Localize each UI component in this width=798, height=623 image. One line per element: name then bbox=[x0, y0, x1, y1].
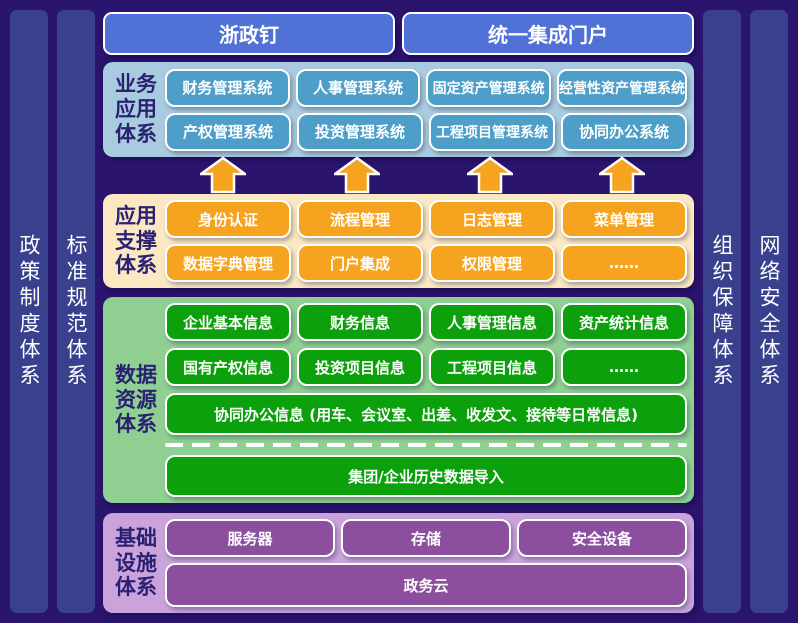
system-button: 菜单管理 bbox=[561, 200, 687, 238]
data-row-1: 企业基本信息 财务信息 人事管理信息 资产统计信息 bbox=[165, 303, 687, 341]
system-button: …… bbox=[561, 244, 687, 282]
data-button: …… bbox=[561, 348, 687, 386]
up-arrow-icon bbox=[599, 156, 645, 194]
label-line: 体系 bbox=[115, 121, 157, 146]
system-button: 人事管理系统 bbox=[295, 68, 421, 107]
data-button: 财务信息 bbox=[297, 303, 423, 341]
label-line: 资源 bbox=[115, 387, 157, 412]
data-grid: 企业基本信息 财务信息 人事管理信息 资产统计信息 国有产权信息 投资项目信息 … bbox=[165, 297, 694, 503]
top-item-zhezhengding: 浙政钉 bbox=[103, 12, 395, 55]
section-business-label: 业务 应用 体系 bbox=[115, 72, 165, 146]
label-line: 数据 bbox=[115, 362, 157, 387]
infra-wide-button-cloud: 政务云 bbox=[165, 563, 687, 607]
system-button: 流程管理 bbox=[297, 200, 423, 238]
section-data-resources: 数据 资源 体系 企业基本信息 财务信息 人事管理信息 资产统计信息 国有产权信… bbox=[103, 297, 694, 503]
system-button: 权限管理 bbox=[429, 244, 555, 282]
up-arrow-icon bbox=[200, 156, 246, 194]
support-row-2: 数据字典管理 门户集成 权限管理 …… bbox=[165, 244, 687, 282]
label-line: 基础 bbox=[115, 525, 157, 550]
label-line: 体系 bbox=[115, 253, 157, 278]
side-bar-network-security-label: 网络安全体系 bbox=[757, 233, 781, 390]
side-bar-policy: 政策制度体系 bbox=[10, 10, 48, 613]
infra-button: 安全设备 bbox=[517, 519, 687, 557]
side-bar-standards: 标准规范体系 bbox=[57, 10, 95, 613]
data-button: 工程项目信息 bbox=[429, 348, 555, 386]
system-button: 经营性资产管理系统 bbox=[557, 68, 688, 107]
section-app-support: 应用 支撑 体系 身份认证 流程管理 日志管理 菜单管理 数据字典管理 门户集成… bbox=[103, 194, 694, 288]
data-wide-button-history: 集团/企业历史数据导入 bbox=[165, 455, 687, 497]
system-button: 身份认证 bbox=[165, 200, 291, 238]
section-infrastructure: 基础 设施 体系 服务器 存储 安全设备 政务云 bbox=[103, 513, 694, 613]
system-button: 工程项目管理系统 bbox=[429, 112, 555, 151]
system-button: 协同办公系统 bbox=[561, 112, 687, 151]
label-line: 设施 bbox=[115, 550, 157, 575]
section-business-apps: 业务 应用 体系 财务管理系统 人事管理系统 固定资产管理系统 经营性资产管理系… bbox=[103, 62, 694, 157]
business-row-1: 财务管理系统 人事管理系统 固定资产管理系统 经营性资产管理系统 bbox=[165, 68, 688, 107]
section-support-label: 应用 支撑 体系 bbox=[115, 204, 165, 278]
label-line: 体系 bbox=[115, 412, 157, 437]
up-arrow-icon bbox=[467, 156, 513, 194]
infra-button: 存储 bbox=[341, 519, 511, 557]
side-bar-standards-label: 标准规范体系 bbox=[64, 233, 88, 390]
data-button: 国有产权信息 bbox=[165, 348, 291, 386]
side-bar-network-security: 网络安全体系 bbox=[750, 10, 788, 613]
infra-grid: 服务器 存储 安全设备 政务云 bbox=[165, 513, 694, 613]
side-bar-policy-label: 政策制度体系 bbox=[17, 233, 41, 390]
side-bar-organization-label: 组织保障体系 bbox=[710, 233, 734, 390]
up-arrow-icon bbox=[334, 156, 380, 194]
data-button: 投资项目信息 bbox=[297, 348, 423, 386]
top-item-unified-portal: 统一集成门户 bbox=[402, 12, 694, 55]
business-row-2: 产权管理系统 投资管理系统 工程项目管理系统 协同办公系统 bbox=[165, 112, 687, 151]
section-data-label: 数据 资源 体系 bbox=[115, 363, 165, 437]
data-button: 企业基本信息 bbox=[165, 303, 291, 341]
system-button: 财务管理系统 bbox=[165, 68, 290, 107]
infra-button: 服务器 bbox=[165, 519, 335, 557]
infra-row-1: 服务器 存储 安全设备 bbox=[165, 519, 687, 557]
support-grid: 身份认证 流程管理 日志管理 菜单管理 数据字典管理 门户集成 权限管理 …… bbox=[165, 194, 694, 288]
data-wide-button-collab: 协同办公信息 (用车、会议室、出差、收发文、接待等日常信息) bbox=[165, 393, 687, 435]
label-line: 业务 bbox=[115, 72, 157, 97]
data-row-2: 国有产权信息 投资项目信息 工程项目信息 …… bbox=[165, 348, 687, 386]
system-button: 数据字典管理 bbox=[165, 244, 291, 282]
system-button: 固定资产管理系统 bbox=[426, 68, 552, 107]
section-infra-label: 基础 设施 体系 bbox=[115, 526, 165, 600]
label-line: 应用 bbox=[115, 203, 157, 228]
label-line: 体系 bbox=[115, 575, 157, 600]
label-line: 支撑 bbox=[115, 228, 157, 253]
system-button: 产权管理系统 bbox=[165, 112, 291, 151]
data-button: 资产统计信息 bbox=[561, 303, 687, 341]
side-bar-organization: 组织保障体系 bbox=[703, 10, 741, 613]
system-button: 日志管理 bbox=[429, 200, 555, 238]
support-row-1: 身份认证 流程管理 日志管理 菜单管理 bbox=[165, 200, 687, 238]
business-grid: 财务管理系统 人事管理系统 固定资产管理系统 经营性资产管理系统 产权管理系统 … bbox=[165, 62, 694, 157]
data-button: 人事管理信息 bbox=[429, 303, 555, 341]
dashed-divider bbox=[165, 443, 687, 447]
system-button: 投资管理系统 bbox=[297, 112, 423, 151]
system-button: 门户集成 bbox=[297, 244, 423, 282]
label-line: 应用 bbox=[115, 97, 157, 122]
